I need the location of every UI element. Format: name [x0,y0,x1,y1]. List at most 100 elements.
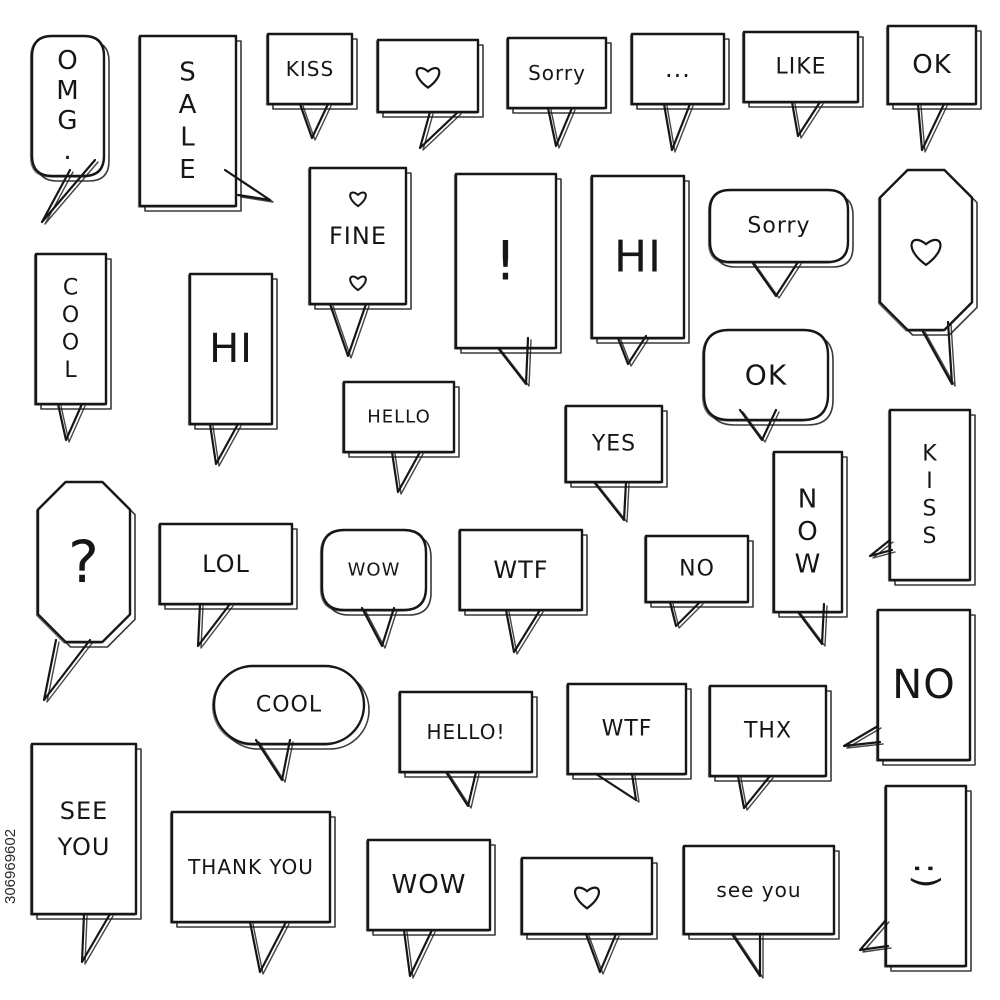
bubble-tail [248,920,288,974]
bubble-tail [734,935,764,979]
bubble-label-char: S [923,524,938,549]
bubble-tail [402,928,434,978]
speech-bubble-lol: LOL [157,522,298,649]
bubble-outline [876,608,972,762]
speech-bubble-sorry-round: Sorry [707,188,854,299]
bubble-label: ! [495,230,518,293]
bubble-outline [376,38,480,114]
speech-bubble-yes: YES [563,404,668,523]
speech-bubble-exclaim: ! [453,172,562,387]
bubble-tail [592,480,628,522]
bubble-tail [46,641,94,703]
bubble-outline [566,682,688,776]
bubble-label: OMG. [56,46,79,166]
bubble-tail [84,915,114,965]
speech-bubble-wtf-bottom: WTF [565,682,692,803]
speech-bubble-heart-octagon [877,168,978,387]
bubble-outline [630,32,726,106]
speech-bubble-hello-exclaim: HELLO! [397,690,538,809]
heart-icon [574,886,600,910]
bubble-outline [682,844,836,936]
speech-bubble-wow-small: WOW [319,528,432,649]
bubble-outline [564,404,664,484]
bubble-label: WOW [392,870,467,900]
bubble-outline [308,166,408,306]
bubble-tail [796,602,826,646]
bubble-label-char: M [56,76,79,106]
bubble-tail [550,109,576,149]
speech-bubble-smiley: :) [858,784,972,972]
bubble-outline [36,480,132,644]
bubble-tail [924,323,956,387]
bubble-label-char: O [57,46,78,76]
bubble-tail [594,772,638,802]
bubble-tail [842,724,882,748]
bubble-tail [496,336,530,386]
bubble-label-char: O [62,330,80,355]
bubble-tail [208,422,240,466]
bubble-tail [196,602,232,648]
bubble-outline [188,272,274,426]
bubble-outline [212,664,366,746]
bubble-tail [258,741,294,783]
bubble-outline [708,684,828,778]
bubble-label-char: L [64,358,77,383]
bubble-label: KISS [286,57,334,81]
bubble-tail [508,611,544,655]
bubble-tail [588,935,620,975]
bubble-tail [920,320,954,386]
bubble-outline [458,528,584,612]
speech-bubble-cool-vertical: COOL [33,252,112,443]
speech-bubble-like: LIKE [741,30,864,139]
bubble-label-char: O [62,303,80,328]
bubble-outline [266,32,354,106]
speech-bubble-kiss-top: KISS [265,32,358,141]
bubble-outline [520,856,654,936]
speech-bubble-omg: OMG. [29,34,110,225]
bubble-tail [504,608,542,654]
bubble-label: Sorry [528,61,586,85]
speech-bubble-ok-top: OK [885,24,982,153]
speech-bubble-wow-large: WOW [365,838,496,979]
bubble-tail [254,738,292,782]
bubble-label: WOW [348,560,401,581]
heart-icon [910,238,942,267]
bubble-tail [40,158,97,224]
bubble-tail [364,609,398,649]
speech-bubble-kiss-vertical: KISS [868,408,976,586]
bubble-outline [708,188,850,264]
bubble-tail [60,405,86,443]
bubble-label: COOL [256,693,322,718]
bubble-label: COOL [62,275,80,383]
speech-bubble-sorry-top: Sorry [505,36,612,149]
bubble-tail [800,605,828,647]
speech-bubble-hello: HELLO [341,380,460,495]
bubble-outline [590,174,686,340]
bubble-tail [390,450,422,494]
bubble-tail [794,103,824,139]
speech-bubble-question: ? [35,480,136,703]
bubble-label: LOL [202,550,250,578]
heart-icon [349,191,367,208]
bubble-outline [342,380,456,454]
bubble-tail [394,453,424,495]
bubble-tail [730,932,762,978]
bubble-label: HI [209,326,253,372]
bubble-tail [846,727,884,749]
bubble-tail [422,113,462,151]
bubble-label: NOW [795,485,821,580]
bubble-tail [858,918,890,952]
bubble-tail [672,603,704,629]
bubble-outline [30,34,106,178]
bubble-tail [862,921,892,953]
bubble-label: HI [614,232,662,283]
bubble-outline [138,34,238,208]
speech-bubble-heart-bottom [519,856,658,975]
bubble-label-char: S [179,57,197,87]
bubble-label: Sorry [747,214,810,239]
speech-bubble-heart-top [375,38,484,151]
bubble-label: NO [679,557,715,582]
bubble-outline [320,528,428,612]
